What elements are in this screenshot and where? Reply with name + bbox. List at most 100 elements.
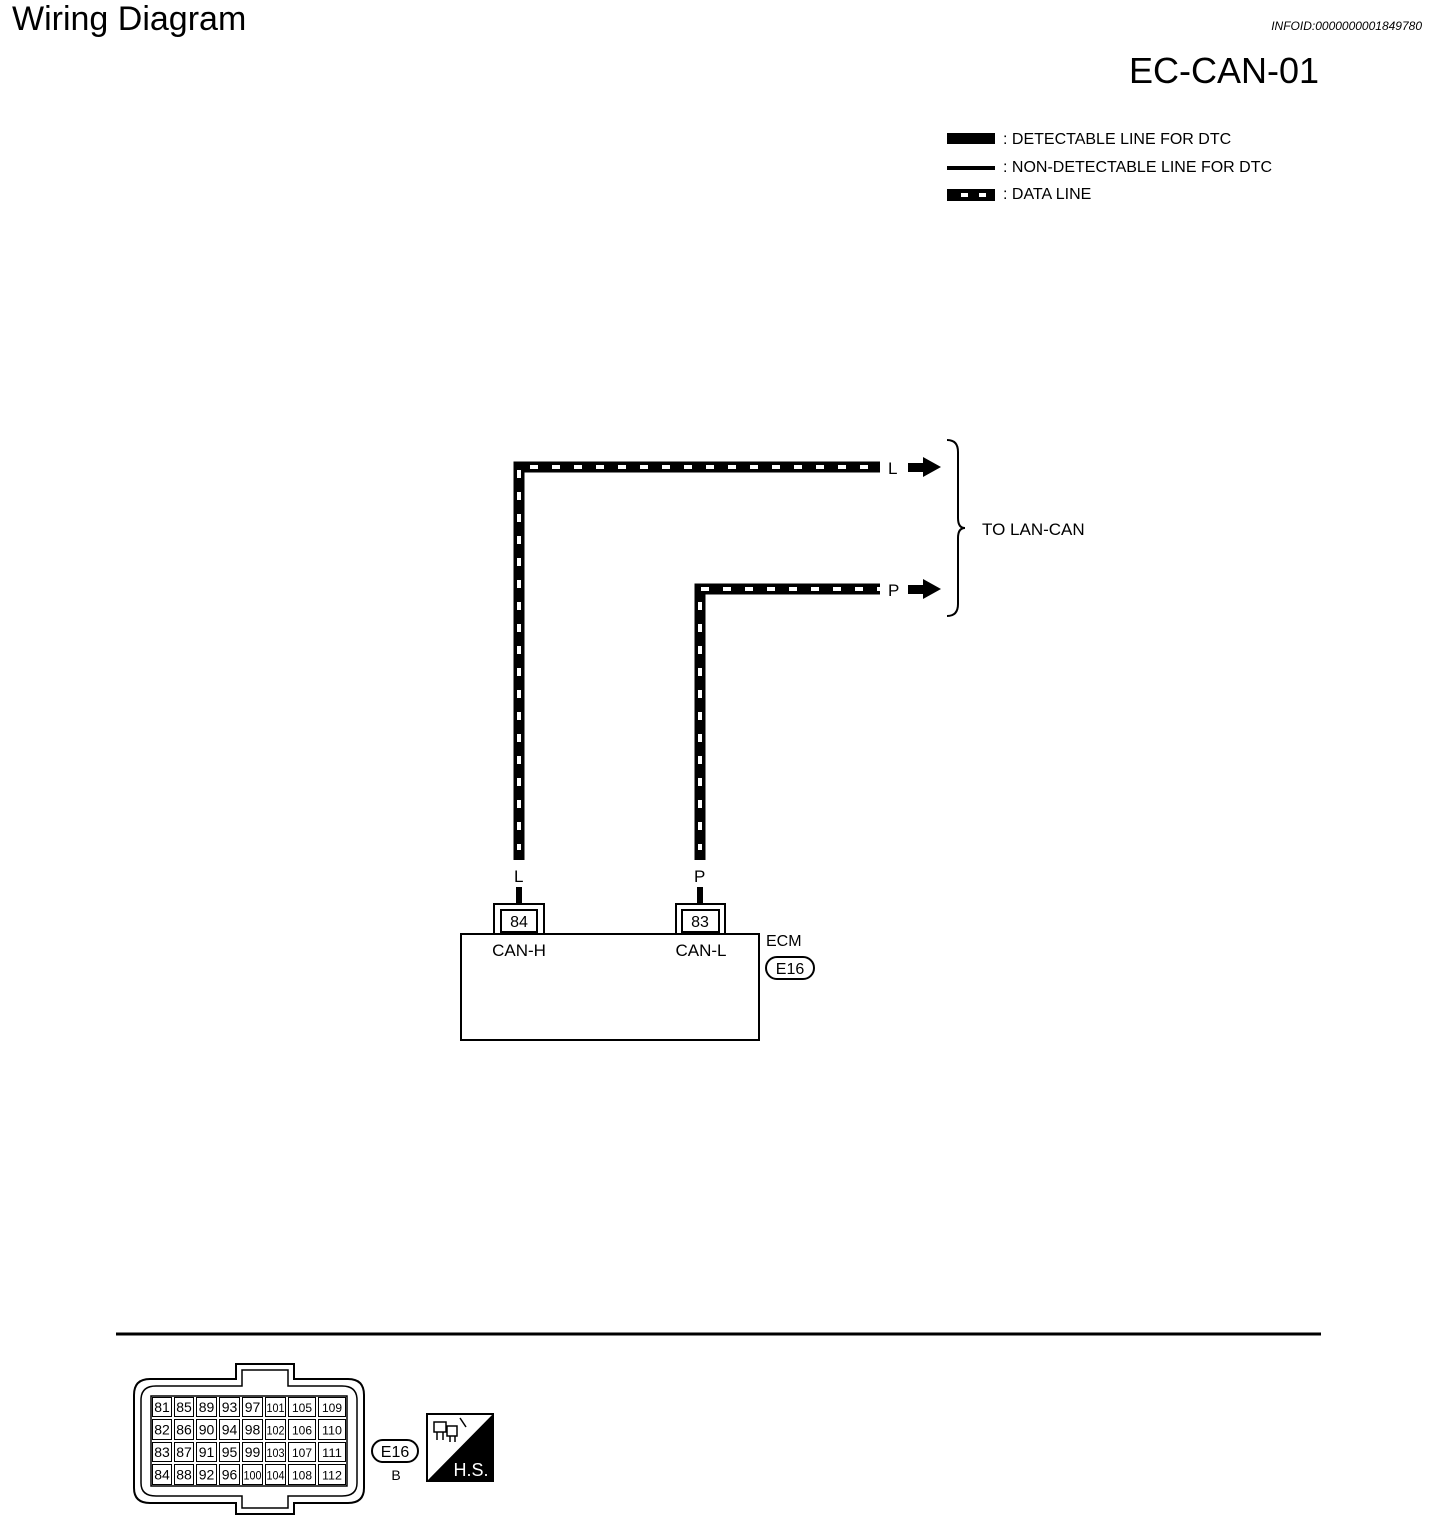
pin-number-91: 91 xyxy=(199,1444,215,1460)
pin-number-106: 106 xyxy=(292,1424,312,1438)
connector-pin-cell xyxy=(174,1397,194,1417)
arrow-icon xyxy=(923,457,941,477)
pin-number-82: 82 xyxy=(154,1422,170,1438)
pin-number-85: 85 xyxy=(176,1399,192,1415)
harness-connector-icon xyxy=(433,1417,467,1442)
connector-pin-cell xyxy=(196,1397,217,1417)
terminal-84: 84 xyxy=(493,903,545,934)
pin-number-107: 107 xyxy=(292,1446,312,1460)
pin-number-84: 84 xyxy=(154,1467,170,1483)
connector-pin-cell xyxy=(219,1442,240,1462)
terminal-number-84: 84 xyxy=(510,914,528,931)
ecm-connector-id: E16 xyxy=(776,961,805,978)
pin-number-93: 93 xyxy=(222,1399,238,1415)
connector-pin-cell xyxy=(288,1442,316,1462)
connector-pin-cell xyxy=(265,1442,286,1462)
connector-pin-cell xyxy=(152,1419,172,1440)
wire-label-l: L xyxy=(514,867,523,886)
connector-pin-cell xyxy=(318,1442,346,1462)
pin-number-111: 111 xyxy=(322,1446,342,1460)
page-title: Wiring Diagram xyxy=(12,0,247,38)
connector-id-badge: E16 xyxy=(371,1439,419,1463)
non-detectable-line-swatch xyxy=(947,166,995,170)
wire-label-p: P xyxy=(694,867,705,886)
connector-pin-cell xyxy=(219,1419,240,1440)
pin-number-103: 103 xyxy=(267,1446,285,1460)
connector-color: B xyxy=(391,1467,400,1483)
terminal-number-83: 83 xyxy=(691,914,709,931)
can-h-label: CAN-H xyxy=(492,941,546,960)
pin-number-104: 104 xyxy=(267,1469,285,1483)
diagram-code: EC-CAN-01 xyxy=(1129,50,1320,91)
data-line-swatch xyxy=(947,189,995,201)
ecm-box: CAN-H CAN-L xyxy=(460,933,760,1041)
connector-pin-cell xyxy=(174,1464,194,1485)
harness-side-badge: H.S. xyxy=(426,1413,494,1482)
connector-pin-cell xyxy=(318,1464,346,1485)
pin-number-110: 110 xyxy=(322,1424,342,1438)
pin-number-95: 95 xyxy=(222,1444,238,1460)
pin-number-108: 108 xyxy=(292,1469,312,1483)
connector-pin-cell xyxy=(242,1397,263,1417)
connector-pin-cell xyxy=(265,1397,286,1417)
detectable-line-swatch xyxy=(947,133,995,144)
wire-color-label-p: P xyxy=(888,581,899,600)
pin-number-101: 101 xyxy=(267,1401,285,1415)
connector-pin-cell xyxy=(196,1419,217,1440)
pin-number-92: 92 xyxy=(199,1467,215,1483)
terminal-83: 83 xyxy=(675,903,726,934)
legend-item-non-detectable: : NON-DETECTABLE LINE FOR DTC xyxy=(947,159,1272,176)
connector-pin-cell xyxy=(174,1419,194,1440)
connector-pin-cell xyxy=(242,1442,263,1462)
wire-can-h: L xyxy=(513,457,941,860)
connector-pin-cell xyxy=(174,1442,194,1462)
info-id: INFOID:0000000001849780 xyxy=(1271,19,1422,33)
connector-pin-cell xyxy=(196,1464,217,1485)
connector-pin-cell xyxy=(288,1397,316,1417)
legend: : DETECTABLE LINE FOR DTC : NON-DETECTAB… xyxy=(947,131,1272,203)
pin-number-112: 112 xyxy=(322,1469,342,1483)
connector-pin-cell xyxy=(265,1419,286,1440)
connector-pin-cell xyxy=(318,1397,346,1417)
legend-label-non-detectable: : NON-DETECTABLE LINE FOR DTC xyxy=(1003,159,1272,176)
harness-side-text: H.S. xyxy=(453,1460,488,1480)
pin-number-87: 87 xyxy=(176,1444,192,1460)
pin-number-81: 81 xyxy=(154,1399,170,1415)
pin-number-102: 102 xyxy=(267,1424,285,1438)
connector-pin-cell xyxy=(242,1419,263,1440)
connector-pin-cell xyxy=(219,1397,240,1417)
wire-color-label-l: L xyxy=(888,459,897,478)
connector-pin-cell xyxy=(288,1419,316,1440)
connector-pin-cell xyxy=(152,1464,172,1485)
pin-number-89: 89 xyxy=(199,1399,215,1415)
pin-number-100: 100 xyxy=(244,1469,262,1483)
ecm-label: ECM xyxy=(766,933,802,950)
pin-number-99: 99 xyxy=(245,1444,261,1460)
legend-label-detectable: : DETECTABLE LINE FOR DTC xyxy=(1003,131,1231,148)
pin-number-97: 97 xyxy=(245,1399,261,1415)
pin-number-83: 83 xyxy=(154,1444,170,1460)
arrow-icon xyxy=(923,579,941,599)
pin-number-96: 96 xyxy=(222,1467,238,1483)
pin-number-105: 105 xyxy=(292,1401,312,1415)
connector-pin-cell xyxy=(265,1464,286,1485)
pin-number-109: 109 xyxy=(322,1401,342,1415)
connector-pin-cell xyxy=(196,1442,217,1462)
wire-can-l: P xyxy=(694,579,941,860)
pin-number-86: 86 xyxy=(176,1422,192,1438)
pin-number-98: 98 xyxy=(245,1422,261,1438)
connector-pin-cell xyxy=(152,1397,172,1417)
pin-number-90: 90 xyxy=(199,1422,215,1438)
connector-pin-cell xyxy=(318,1419,346,1440)
legend-item-detectable: : DETECTABLE LINE FOR DTC xyxy=(947,131,1231,148)
connector-pin-cell xyxy=(242,1464,263,1485)
legend-label-data: : DATA LINE xyxy=(1003,186,1091,203)
destination-label: TO LAN-CAN xyxy=(982,520,1085,539)
connector-pin-cell xyxy=(288,1464,316,1485)
pin-number-88: 88 xyxy=(176,1467,192,1483)
legend-item-data: : DATA LINE xyxy=(947,186,1091,203)
connector-pin-cell xyxy=(152,1442,172,1462)
